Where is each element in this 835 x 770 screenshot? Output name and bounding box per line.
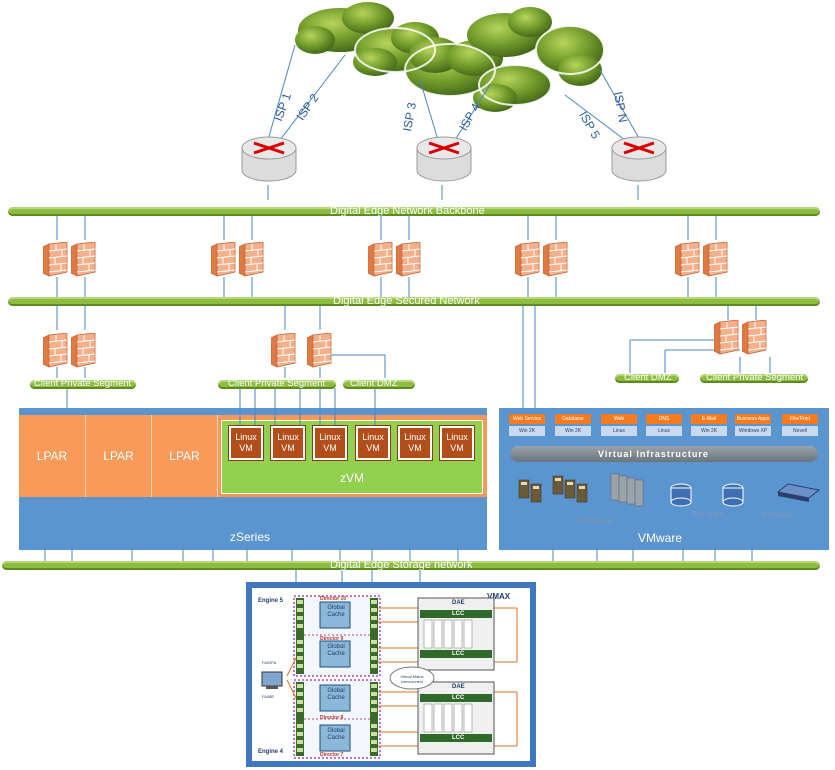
service-web: Web [601, 414, 637, 424]
firewall-icon [714, 320, 740, 356]
service-dns: DNS [646, 414, 682, 424]
client-dmz-label: Client DMZ [350, 378, 398, 389]
router-icon [416, 136, 472, 182]
firewall-icon [515, 242, 541, 278]
client-private-segment-bar [30, 380, 136, 389]
router-icon [611, 136, 667, 182]
service-os: Windows XP [735, 426, 771, 436]
firewall-icon [71, 242, 97, 278]
lcc-label: LCC [452, 735, 465, 741]
fa-label: FA09FA [262, 660, 277, 665]
client-private-segment-bar [700, 374, 808, 383]
network-switch-icon [776, 483, 821, 502]
firewall-icon [43, 242, 69, 278]
storage-label: Storage [692, 511, 724, 518]
director-label: Director 10 [320, 596, 347, 602]
firewall-icon [703, 242, 729, 278]
firewall-icon [742, 320, 768, 356]
client-private-segment-label: Client Private Segment [34, 378, 132, 389]
client-dmz-bar [343, 380, 415, 389]
lcc-label: LCC [452, 695, 465, 701]
virtual-infrastructure-label: Virtual Infrastructure [598, 449, 709, 459]
backbone-firewall-links [56, 215, 717, 297]
firewall-icon [211, 242, 237, 278]
service-os: Win 2K [555, 426, 591, 436]
vmware-label: VMware [638, 531, 683, 545]
client-private-segment-label: Client Private Segment [706, 372, 804, 383]
client-private-segment-bar [218, 380, 336, 389]
service-web-service: Web Service [509, 414, 545, 424]
firewall-icon [396, 242, 422, 278]
lpar: LPAR [152, 415, 218, 497]
internet-clouds [295, 2, 605, 112]
storage-icon [670, 483, 744, 507]
service-os: Win 2K [509, 426, 545, 436]
service-email: E-Mail [691, 414, 727, 424]
network-label: Network [762, 512, 795, 519]
fa-label: FA08E [262, 694, 275, 699]
firewall-icon [239, 242, 265, 278]
global-cache-label: Global Cache [327, 644, 345, 657]
engine-label: Engine 4 [258, 749, 284, 755]
virtual-infrastructure-bar [510, 446, 818, 462]
firewall-icon [307, 333, 333, 369]
service-os: Win 2K [691, 426, 727, 436]
compute-icon [518, 473, 644, 507]
firewall-icon [71, 333, 97, 369]
service-database: Database [555, 414, 591, 424]
storage-network-bar [2, 561, 820, 570]
virtual-matrix-label: Virtual Matrix Interconnect [400, 674, 424, 684]
isp-links [267, 44, 641, 200]
dae-label: DAE [452, 684, 465, 690]
director-label: Director 8 [320, 715, 344, 721]
director-label: Director 9 [320, 636, 344, 642]
service-os: Linux [601, 426, 637, 436]
service-file-print: File/Print [782, 414, 818, 424]
global-cache-label: Global Cache [327, 605, 345, 618]
lcc-label: LCC [452, 651, 465, 657]
service-os: Linux [646, 426, 682, 436]
firewall-icon [543, 242, 569, 278]
global-cache-label: Global Cache [327, 688, 345, 701]
service-business-apps: Business Apps [735, 414, 771, 424]
vmax-engines-diagram [261, 595, 518, 759]
lcc-label: LCC [452, 611, 465, 617]
firewall-icon [675, 242, 701, 278]
secured-network-label: Digital Edge Secured Network [333, 295, 480, 307]
zvm-box [221, 420, 483, 494]
lpar: LPAR [19, 415, 86, 497]
network-backbone-label: Digital Edge Network Backbone [330, 205, 485, 217]
director-label: Director 7 [320, 752, 344, 758]
firewall-icon [271, 333, 297, 369]
storage-network-label: Digital Edge Storage network [330, 559, 473, 571]
vmax-title: VMAX [487, 592, 511, 601]
firewall-icon [368, 242, 394, 278]
client-dmz-label: Client DMZ [624, 372, 672, 383]
zvm-label: zVM [340, 471, 364, 485]
dae-label: DAE [452, 600, 465, 606]
compute-label: Compute [578, 518, 614, 525]
global-cache-label: Global Cache [327, 728, 345, 741]
lpar: LPAR [86, 415, 152, 497]
router-icon [241, 136, 297, 182]
service-os: Novell [782, 426, 818, 436]
vm-links [239, 388, 376, 426]
zseries-label: zSeries [230, 530, 271, 544]
network-backbone-bar [8, 207, 820, 216]
firewall-icon [43, 333, 69, 369]
engine-label: Engine 5 [258, 598, 284, 604]
client-private-segment-label: Client Private Segment [228, 378, 326, 389]
secured-network-bar [8, 297, 820, 306]
client-dmz-bar [615, 374, 679, 383]
storage-links [44, 548, 753, 583]
